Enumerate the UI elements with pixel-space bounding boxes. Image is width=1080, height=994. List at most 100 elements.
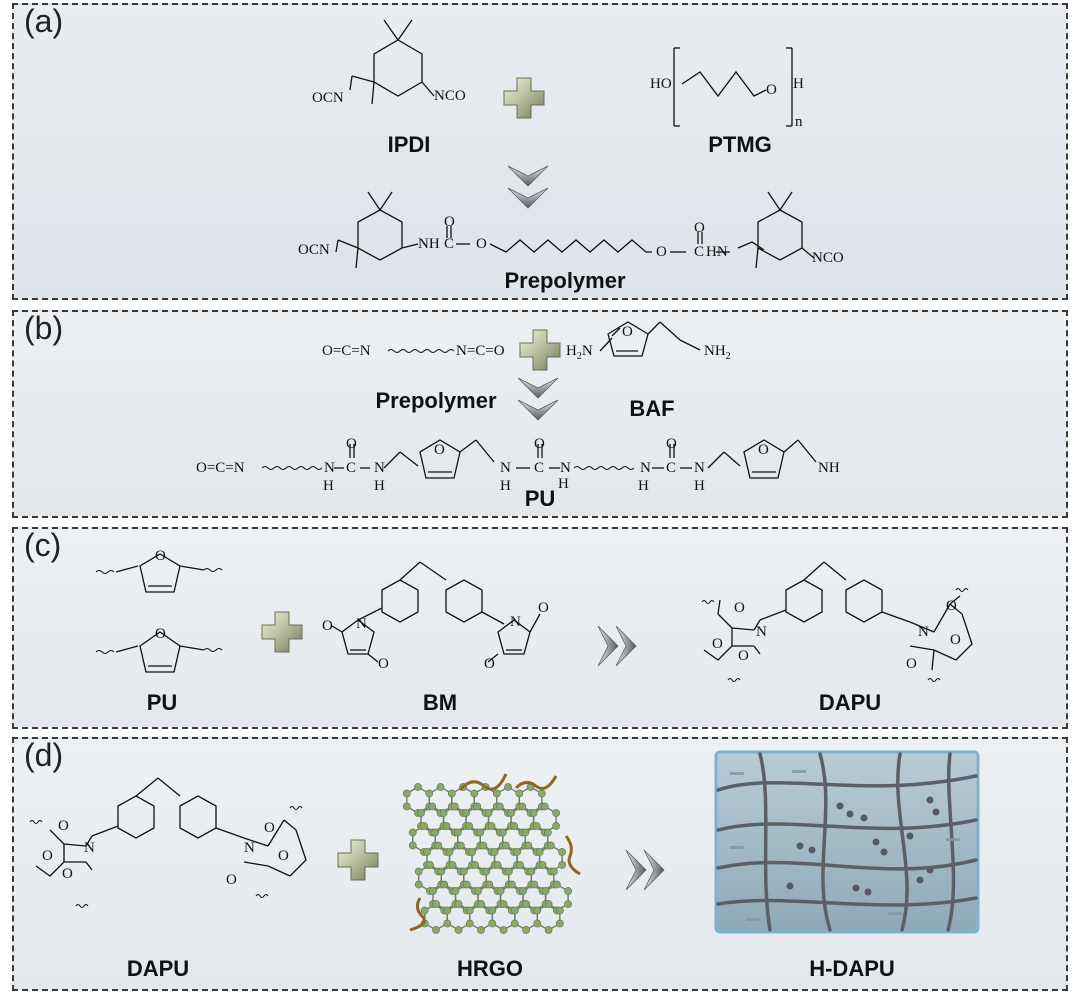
graphene-atom bbox=[459, 867, 468, 876]
bm-o4: O bbox=[484, 656, 495, 672]
graphene-atom bbox=[510, 919, 519, 928]
bm-label: BM bbox=[422, 690, 458, 715]
graphene-atom bbox=[552, 880, 561, 889]
carbon-2: C bbox=[694, 244, 705, 260]
bm-o2: O bbox=[378, 656, 389, 672]
down-arrow-icon-b1 bbox=[517, 377, 559, 399]
h2n-group: H2N bbox=[566, 343, 593, 362]
graphene-atom bbox=[423, 848, 431, 856]
graphene-atom bbox=[558, 848, 566, 856]
graphene-atom bbox=[522, 926, 530, 934]
graphene-cell bbox=[406, 786, 430, 814]
graphene-atom bbox=[532, 822, 541, 830]
pu-h6: H bbox=[694, 478, 705, 494]
hn-group-prepolymer: HN bbox=[706, 244, 728, 260]
graphene-atom bbox=[437, 867, 446, 876]
graphene-atom bbox=[543, 828, 552, 837]
graphene-atom bbox=[518, 802, 527, 811]
graphene-atom bbox=[442, 822, 451, 830]
graphene-atom bbox=[445, 848, 454, 856]
graphene-atom bbox=[533, 919, 542, 928]
dapu-o5-d: O bbox=[226, 872, 237, 888]
repeat-n: n bbox=[795, 114, 803, 130]
furan-o-baf: O bbox=[622, 324, 633, 340]
carbon-1: C bbox=[444, 236, 455, 252]
right-arrow-icon-d2 bbox=[643, 849, 665, 891]
nh-group-prepolymer: NH bbox=[418, 236, 440, 252]
graphene-atom bbox=[527, 867, 536, 876]
graphene-atom bbox=[501, 841, 510, 850]
ptmg-o: O bbox=[766, 82, 777, 98]
graphene-atom bbox=[533, 906, 542, 915]
plus-icon-c bbox=[261, 611, 303, 653]
panel-a-label: (a) bbox=[24, 3, 64, 39]
graphene-atom bbox=[564, 900, 572, 908]
graphene-atom bbox=[524, 841, 533, 850]
graphene-atom bbox=[516, 861, 524, 869]
pu-structure bbox=[261, 439, 817, 479]
graphene-atom bbox=[555, 919, 564, 928]
graphene-atom bbox=[417, 809, 425, 817]
bm-structure bbox=[331, 561, 541, 663]
hrgo-graphene-sheet bbox=[402, 773, 581, 934]
ipdi-structure bbox=[349, 19, 435, 105]
graphene-atom bbox=[485, 880, 494, 889]
graphene-atom bbox=[493, 861, 502, 869]
baf-structure bbox=[599, 321, 701, 357]
dapu-structure-d bbox=[29, 777, 307, 908]
graphene-atom bbox=[529, 809, 538, 817]
graphene-atom bbox=[451, 887, 460, 895]
graphene-atom bbox=[414, 880, 423, 889]
graphene-atom bbox=[541, 887, 550, 895]
bm-n1: N bbox=[356, 616, 367, 632]
graphene-atom bbox=[564, 887, 572, 895]
graphene-atom bbox=[510, 822, 518, 830]
dapu-o1-d: O bbox=[58, 818, 69, 834]
graphene-atom bbox=[428, 802, 437, 811]
pu-h3: H bbox=[500, 478, 511, 494]
graphene-atom bbox=[477, 900, 485, 908]
dapu-o2-c: O bbox=[738, 648, 749, 664]
graphene-atom bbox=[443, 906, 452, 915]
pu-label-b: PU bbox=[524, 486, 556, 511]
graphene-atom bbox=[499, 900, 508, 908]
graphene-atom bbox=[476, 828, 485, 837]
dapu-o4-c: O bbox=[946, 598, 957, 614]
ocn-group-ipdi: OCN bbox=[312, 90, 344, 106]
right-arrow-icon-d1 bbox=[625, 849, 647, 891]
pu-start-group: O=C=N bbox=[196, 460, 245, 476]
graphene-atom bbox=[440, 880, 449, 889]
pu-n1: N bbox=[324, 460, 335, 476]
dapu-n1-d: N bbox=[84, 840, 95, 856]
graphene-atom bbox=[558, 861, 566, 869]
graphene-atom bbox=[443, 919, 452, 928]
graphene-atom bbox=[552, 809, 560, 817]
h-dapu-label: H-DAPU bbox=[809, 956, 895, 981]
pu-h1: H bbox=[323, 478, 334, 494]
dapu-n2-c: N bbox=[918, 624, 929, 640]
dapu-o3-d: O bbox=[42, 848, 53, 864]
dapu-n1-c: N bbox=[756, 624, 767, 640]
pu-nh-end: NH bbox=[818, 460, 840, 476]
carbonyl-o-2: O bbox=[694, 220, 705, 236]
ptmg-label: PTMG bbox=[708, 132, 772, 157]
bm-o3: O bbox=[538, 600, 549, 616]
graphene-atom bbox=[535, 848, 544, 856]
graphene-atom bbox=[487, 822, 496, 830]
graphene-atom bbox=[448, 861, 457, 869]
graphene-atom bbox=[488, 919, 497, 928]
pu-furan-o2: O bbox=[758, 442, 769, 458]
graphene-atom bbox=[513, 848, 521, 856]
furan-o-c2: O bbox=[155, 626, 166, 642]
pu-c2: C bbox=[534, 460, 545, 476]
graphene-atom bbox=[462, 809, 470, 817]
graphene-atom bbox=[474, 887, 482, 895]
graphene-atom bbox=[492, 789, 501, 798]
pu-h4: H bbox=[558, 476, 569, 492]
graphene-atom bbox=[473, 802, 482, 811]
pu-n2: N bbox=[374, 460, 385, 476]
pu-n3: N bbox=[500, 460, 511, 476]
graphene-atom bbox=[522, 900, 530, 908]
graphene-atom bbox=[498, 828, 507, 837]
